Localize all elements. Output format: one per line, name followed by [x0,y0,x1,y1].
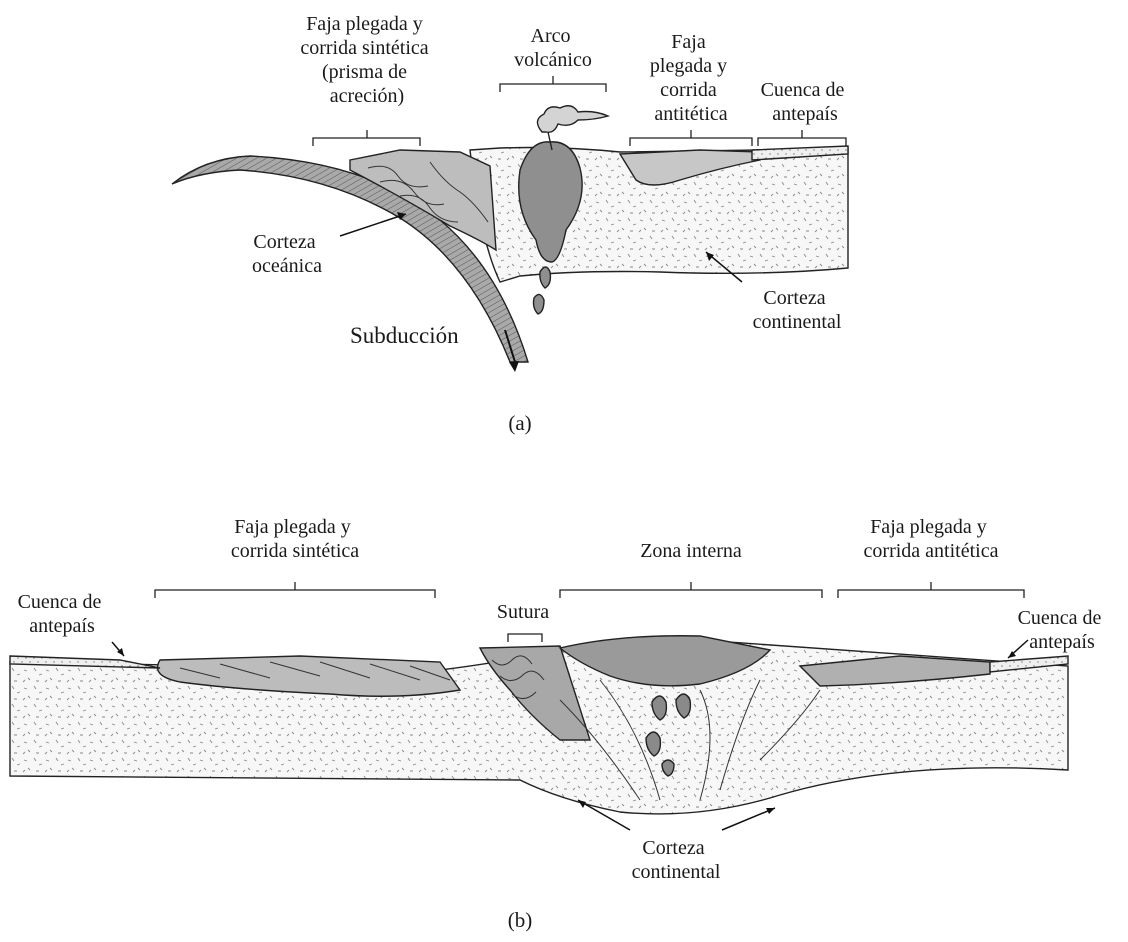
label-corteza-oceanica: Corteza oceánica [252,231,322,277]
label-faja-antitetica-b: Faja plegada y corrida antitética [864,516,999,562]
panel-b: Faja plegada y corrida sintética Zona in… [10,516,1106,932]
label-corteza-continental-a: Corteza continental [753,287,842,333]
label-cuenca-b-right: Cuenca de antepaís [1018,607,1107,653]
caption-a: (a) [508,411,531,435]
label-cuenca-b-left: Cuenca de antepaís [18,591,107,637]
panel-a: Faja plegada y corrida sintética (prisma… [172,13,849,435]
label-zona-interna: Zona interna [640,540,742,562]
volcano-plume [537,106,608,133]
caption-b: (b) [508,908,533,932]
label-faja-sintetica-b: Faja plegada y corrida sintética [231,516,359,562]
label-arco-volcanico: Arco volcánico [514,25,592,71]
label-subduccion: Subducción [350,323,459,348]
label-faja-sintetica-a: Faja plegada y corrida sintética (prisma… [300,13,433,107]
label-sutura: Sutura [497,601,549,623]
label-corteza-continental-b: Corteza continental [632,837,721,883]
label-faja-antitetica-a: Faja plegada y corrida antitética [650,31,732,125]
label-cuenca-a: Cuenca de antepaís [761,79,850,125]
